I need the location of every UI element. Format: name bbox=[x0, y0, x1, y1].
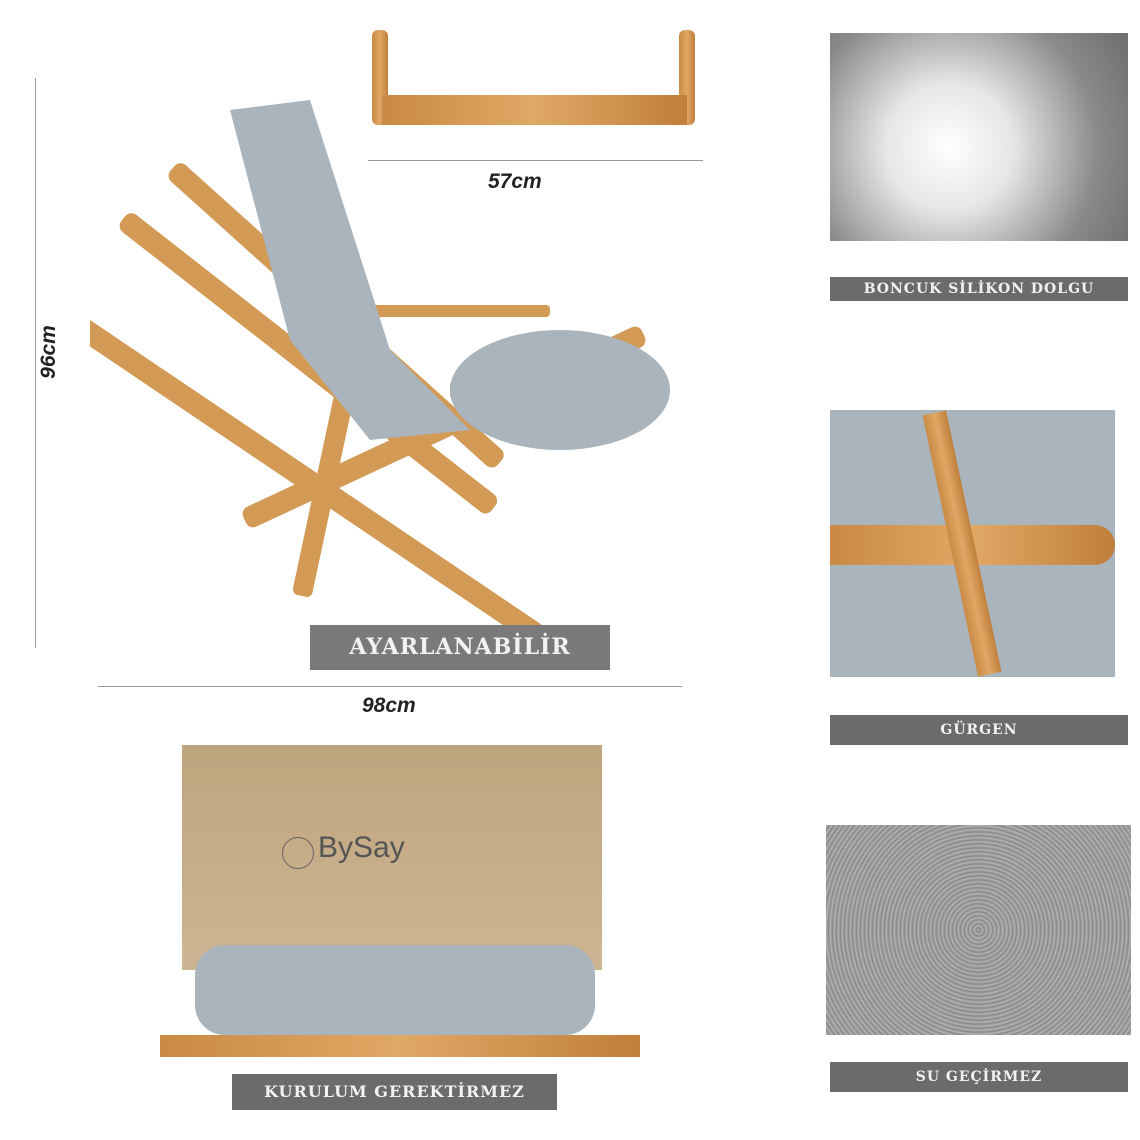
filling-label: BONCUK SİLİKON DOLGU bbox=[830, 277, 1128, 301]
chair-image bbox=[90, 100, 670, 643]
folded-cushion-image bbox=[195, 945, 595, 1035]
width-dimension-line bbox=[368, 160, 703, 161]
hornbeam-wood-photo bbox=[830, 410, 1115, 677]
box-image: BySay bbox=[182, 745, 602, 970]
waterproof-fabric-photo bbox=[826, 825, 1131, 1035]
wood-label: GÜRGEN bbox=[830, 715, 1128, 745]
box-logo-mark bbox=[282, 837, 314, 869]
crossbar-image bbox=[372, 30, 697, 125]
height-dimension: 96cm bbox=[36, 325, 60, 379]
silicone-filling-photo bbox=[830, 33, 1128, 241]
length-dimension-line bbox=[98, 686, 682, 687]
width-dimension: 57cm bbox=[488, 170, 542, 193]
adjustable-label: AYARLANABİLİR bbox=[310, 625, 610, 670]
folded-frame bbox=[160, 1035, 640, 1057]
no-assembly-label: KURULUM GEREKTİRMEZ bbox=[232, 1074, 557, 1110]
box-brand: BySay bbox=[318, 831, 405, 864]
waterproof-label: SU GEÇİRMEZ bbox=[830, 1062, 1128, 1092]
height-dimension-line bbox=[35, 78, 36, 648]
length-dimension: 98cm bbox=[362, 694, 416, 717]
